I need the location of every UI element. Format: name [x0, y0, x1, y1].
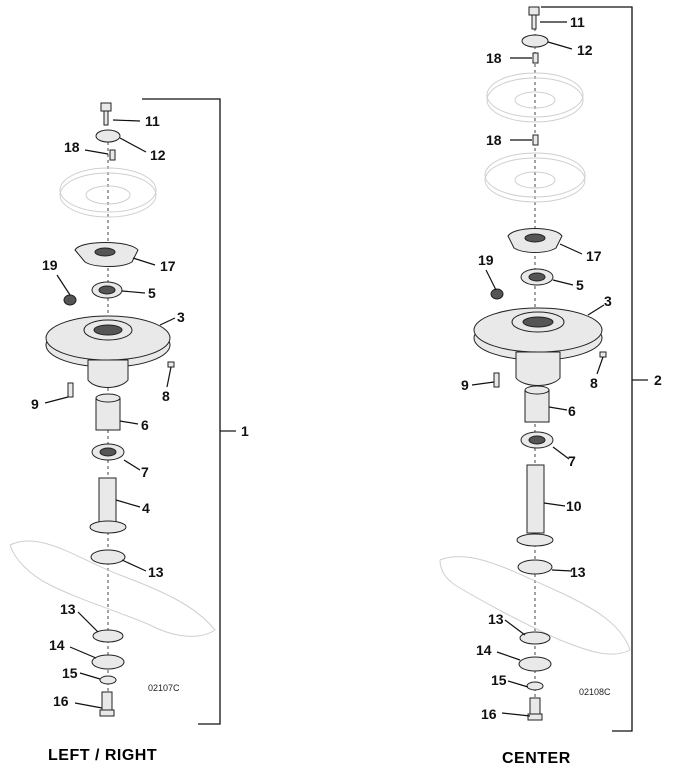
callout-12: 12 [150, 147, 166, 163]
bracket-label-2: 2 [654, 372, 662, 388]
center-screw [493, 372, 500, 388]
center-assembly: 11 12 18 18 17 19 5 3 8 9 6 7 10 13 13 1… [439, 6, 662, 767]
left-blade-bolt [101, 691, 113, 713]
left-bolt-shank [103, 110, 109, 126]
center-grease-nut [490, 288, 504, 300]
left-grease-fitting [167, 361, 175, 368]
callout-17: 17 [160, 258, 176, 274]
callout-6: 6 [568, 403, 576, 419]
left-screw [67, 382, 74, 398]
left-bolt-head [100, 102, 112, 112]
callout-19: 19 [42, 257, 58, 273]
callout-9: 9 [461, 377, 469, 393]
left-spacer [95, 397, 121, 431]
callout-5: 5 [148, 285, 156, 301]
callout-11: 11 [145, 113, 160, 129]
callout-13: 13 [488, 611, 504, 627]
left-assembly-bracket [142, 98, 221, 725]
left-upper-blade-washer [90, 549, 126, 565]
left-grease-nut [63, 294, 77, 306]
center-blade-ghost [439, 556, 631, 655]
callout-18: 18 [486, 132, 502, 148]
callout-8: 8 [590, 375, 598, 391]
left-lower-blade-washer [92, 629, 124, 643]
callout-13: 13 [570, 564, 586, 580]
center-key-upper [532, 52, 539, 64]
left-lock-washer [99, 675, 117, 685]
callout-19: 19 [478, 252, 494, 268]
callout-13: 13 [148, 564, 164, 580]
center-lower-blade-washer [519, 631, 551, 645]
left-blade-washer-14 [91, 654, 125, 670]
center-key-lower [532, 134, 539, 146]
bracket-label-1: 1 [241, 423, 249, 439]
callout-5: 5 [576, 277, 584, 293]
left-right-caption: LEFT / RIGHT [48, 747, 157, 764]
callout-4: 4 [142, 500, 150, 516]
center-lock-washer [526, 681, 544, 691]
callout-14: 14 [476, 642, 492, 658]
callout-8: 8 [162, 388, 170, 404]
center-spacer [524, 389, 550, 423]
center-blade-washer-14 [518, 656, 552, 672]
center-ref-code: 02108C [579, 687, 611, 697]
callout-3: 3 [604, 293, 612, 309]
left-pulley-ghost [59, 172, 157, 218]
callout-9: 9 [31, 396, 39, 412]
callout-15: 15 [62, 665, 78, 681]
center-assembly-bracket [541, 6, 633, 732]
callout-7: 7 [568, 453, 576, 469]
callout-16: 16 [481, 706, 497, 722]
center-bolt-head [528, 6, 540, 16]
center-grease-fitting [599, 351, 607, 358]
left-spindle-shaft [98, 477, 117, 523]
callout-13: 13 [60, 601, 76, 617]
center-blade-bolt [529, 697, 541, 717]
callout-15: 15 [491, 672, 507, 688]
callout-11: 11 [570, 14, 585, 30]
left-ref-code: 02107C [148, 683, 180, 693]
callout-17: 17 [586, 248, 602, 264]
callout-10: 10 [566, 498, 582, 514]
left-blade-ghost [9, 540, 216, 637]
center-caption: CENTER [502, 750, 571, 767]
callout-18: 18 [64, 139, 80, 155]
callout-18: 18 [486, 50, 502, 66]
left-key [109, 149, 116, 161]
center-lower-pulley-ghost [484, 157, 586, 203]
center-upper-pulley-ghost [486, 77, 584, 123]
callout-6: 6 [141, 417, 149, 433]
center-upper-blade-washer [517, 559, 553, 575]
callout-14: 14 [49, 637, 65, 653]
center-spindle-shaft [526, 464, 545, 534]
callout-3: 3 [177, 309, 185, 325]
callout-12: 12 [577, 42, 593, 58]
callout-16: 16 [53, 693, 69, 709]
callout-7: 7 [141, 464, 149, 480]
left-washer-top [95, 129, 121, 143]
center-washer-top [521, 34, 549, 48]
left-right-assembly: 11 12 18 17 19 5 3 8 9 6 7 4 13 13 14 15… [9, 98, 249, 764]
